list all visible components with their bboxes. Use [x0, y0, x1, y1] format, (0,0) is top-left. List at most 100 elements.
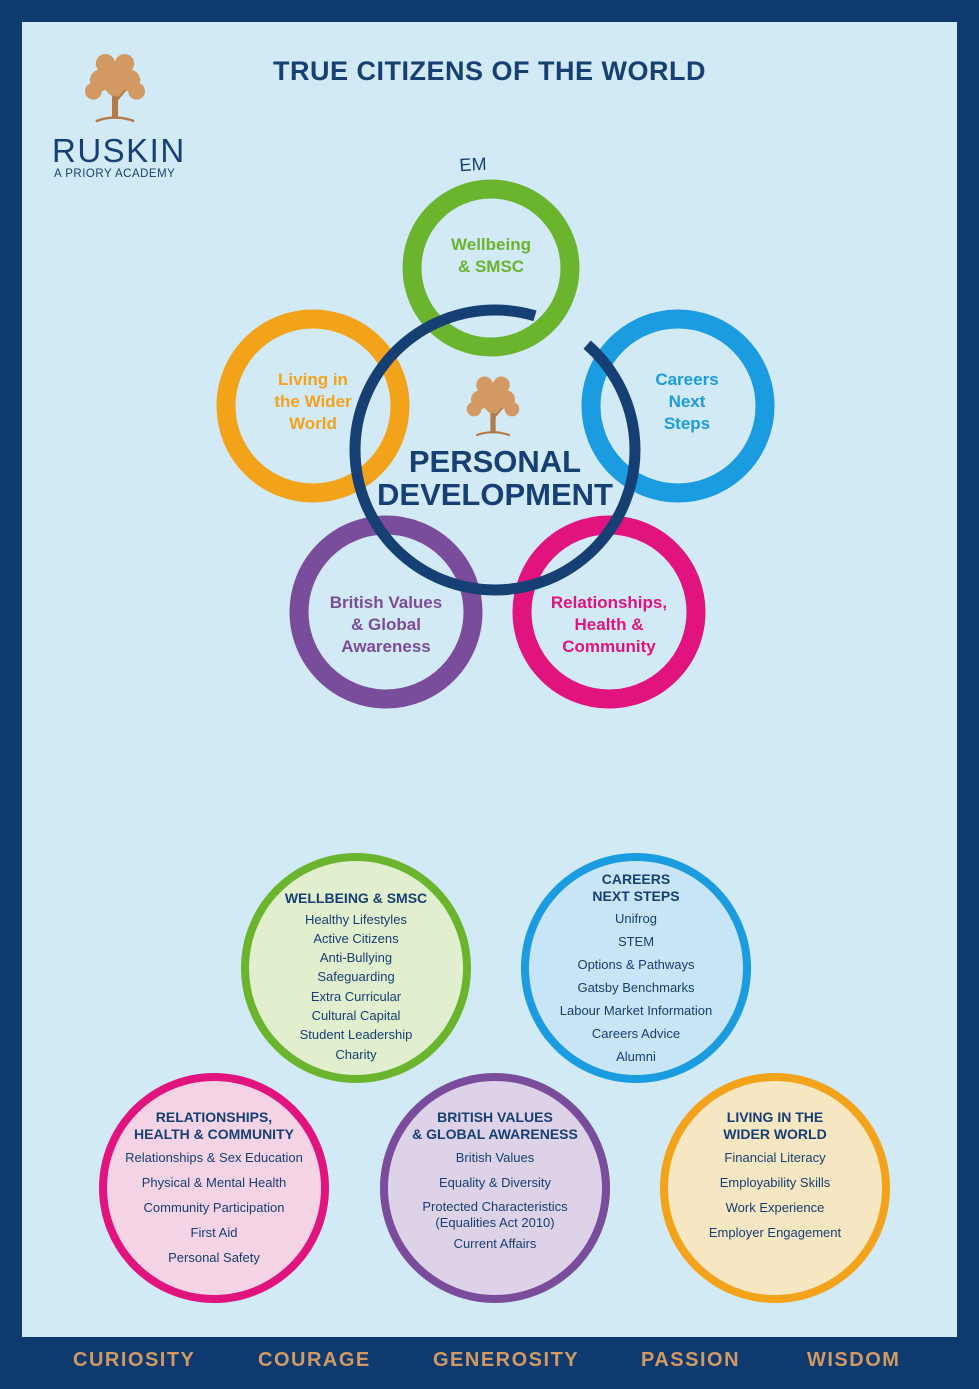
detail-wider-heading: LIVING IN THE WIDER WORLD [675, 1109, 875, 1142]
ring-separator-dot: ● [0, 0, 3, 3]
label-careers-line1: Careers [655, 370, 719, 389]
list-item: Extra Curricular [310, 988, 402, 1004]
detail-british-heading: BRITISH VALUES & GLOBAL AWARENESS [395, 1109, 595, 1142]
ring-label: READING [0, 0, 7, 4]
list-item: Labour Market Information [559, 1003, 713, 1018]
ring-label: CULTURAL CAPITAL [0, 0, 7, 4]
list-item: Personal Safety [168, 1250, 260, 1265]
logo-name: RUSKIN [52, 132, 186, 169]
ring-label: CHARITY [0, 0, 7, 4]
circle-links [216, 179, 775, 709]
ring-wider-world [216, 309, 410, 503]
label-wider-world: Living in the Wider World [233, 369, 393, 435]
detail-circle-british-values [380, 1073, 610, 1303]
list-item: Employability Skills [719, 1175, 831, 1190]
ring-separator-dot: ● [0, 0, 3, 3]
detail-careers: CAREERS NEXT STEPS Unifrog STEM Options … [536, 871, 736, 1068]
detail-british-values: BRITISH VALUES & GLOBAL AWARENESS Britis… [395, 1109, 595, 1256]
ring-separator-dot: ● [0, 0, 3, 3]
value-wisdom: WISDOM [807, 1349, 901, 1371]
list-item: Healthy Lifestyles [305, 911, 407, 927]
ring-label: COMPETITIONS [0, 0, 7, 4]
ring-separator-dot: ● [0, 0, 3, 3]
list-item: Current Affairs [453, 1236, 537, 1251]
value-generosity: GENEROSITY [433, 1349, 580, 1371]
ring-separator-dot: ● [0, 0, 3, 3]
detail-relationships-heading-line2: HEALTH & COMMUNITY [134, 1125, 294, 1142]
label-relationships-line3: Community [562, 637, 656, 656]
list-item: Cultural Capital [311, 1007, 401, 1023]
ring-label: BACCALAUREATE [0, 0, 7, 4]
list-item: Careers Advice [591, 1026, 681, 1041]
detail-careers-heading: CAREERS NEXT STEPS [536, 871, 736, 904]
ring-wellbeing [402, 179, 580, 357]
list-item: Financial Literacy [724, 1150, 826, 1165]
label-british-values: British Values & Global Awareness [301, 592, 471, 658]
detail-british-heading-line1: BRITISH VALUES [437, 1109, 553, 1125]
page-title: TRUE CITIZENS OF THE WORLD [273, 56, 706, 86]
list-item: Student Leadership [299, 1027, 413, 1043]
ring-separator-dot: ● [0, 0, 3, 3]
value-curiosity: CURIOSITY [73, 1349, 196, 1371]
list-item: Alumni [616, 1049, 656, 1064]
ring-label: ASSEMBLIES [0, 0, 7, 4]
label-wellbeing-line1: Wellbeing [451, 235, 531, 254]
center-tree-icon [465, 375, 521, 437]
label-wider-line3: World [289, 414, 337, 433]
list-item: (Equalities Act 2010) [435, 1215, 555, 1230]
ring-separator-dot: ● [0, 0, 3, 3]
ring-separator-dot: ● [0, 0, 3, 3]
label-wellbeing: Wellbeing & SMSC [411, 234, 571, 278]
label-careers-line2: Next [668, 392, 706, 411]
detail-relationships-heading: RELATIONSHIPS, HEALTH & COMMUNITY [114, 1109, 314, 1142]
list-item: First Aid [190, 1225, 238, 1240]
detail-british-heading-line2: & GLOBAL AWARENESS [412, 1125, 578, 1142]
list-item: Employer Engagement [708, 1225, 842, 1240]
center-title-line1: PERSONAL [408, 444, 582, 479]
label-british-line1: British Values [329, 593, 443, 612]
list-item: Options & Pathways [577, 957, 695, 972]
ring-label: EXTRA CURRICULAR [0, 0, 7, 4]
label-relationships-line1: Relationships, [550, 593, 668, 612]
detail-careers-heading-line2: NEXT STEPS [592, 887, 680, 904]
label-wellbeing-line2: & SMSC [457, 257, 525, 276]
list-item: Work Experience [725, 1200, 825, 1215]
detail-wider-heading-line1: LIVING IN THE [726, 1109, 824, 1125]
ring-separator-dot: ● [0, 0, 3, 3]
detail-wider-world: LIVING IN THE WIDER WORLD Financial Lite… [675, 1109, 875, 1245]
detail-circle-wellbeing [241, 853, 471, 1083]
detail-circle-relationships [99, 1073, 329, 1303]
list-item: Active Citizens [313, 930, 399, 946]
ring-separator-dot: ● [0, 0, 3, 3]
ring-separator-dot: ● [0, 0, 3, 3]
list-item: Charity [335, 1046, 377, 1062]
list-item: Relationships & Sex Education [125, 1150, 303, 1165]
detail-wellbeing: WELLBEING & SMSC Healthy Lifestyles Acti… [261, 890, 451, 1064]
ring-label: SIXTH FORM ENRICHMENT [0, 0, 7, 4]
label-relationships-line2: Health & [574, 615, 644, 634]
label-wider-line1: Living in [278, 370, 348, 389]
ring-label: PSHE LESSONS [0, 0, 7, 4]
ring-label: RE [0, 0, 7, 4]
ring-careers [581, 309, 775, 503]
ring-separator-dot: ● [0, 0, 3, 3]
label-careers: Careers Next Steps [607, 369, 767, 435]
list-item: Equality & Diversity [439, 1175, 551, 1190]
label-careers-line3: Steps [663, 414, 711, 433]
label-british-line3: Awareness [341, 637, 431, 656]
ring-label: TUTOR TIME [0, 0, 7, 4]
label-wider-line2: the Wider [274, 392, 352, 411]
detail-relationships-heading-line1: RELATIONSHIPS, [155, 1109, 273, 1125]
center-title: PERSONAL DEVELOPMENT [360, 445, 630, 511]
list-item: Gatsby Benchmarks [577, 980, 695, 995]
label-relationships: Relationships, Health & Community [524, 592, 694, 658]
list-item: Anti-Bullying [319, 950, 393, 966]
list-item: STEM [617, 934, 655, 949]
ring-separator-dot: ● [0, 0, 3, 3]
list-item: Community Participation [143, 1200, 285, 1215]
list-item: Safeguarding [317, 969, 395, 985]
detail-circle-wider-world [660, 1073, 890, 1303]
ring-label: PD DAYS [0, 0, 7, 4]
value-passion: PASSION [641, 1349, 741, 1371]
